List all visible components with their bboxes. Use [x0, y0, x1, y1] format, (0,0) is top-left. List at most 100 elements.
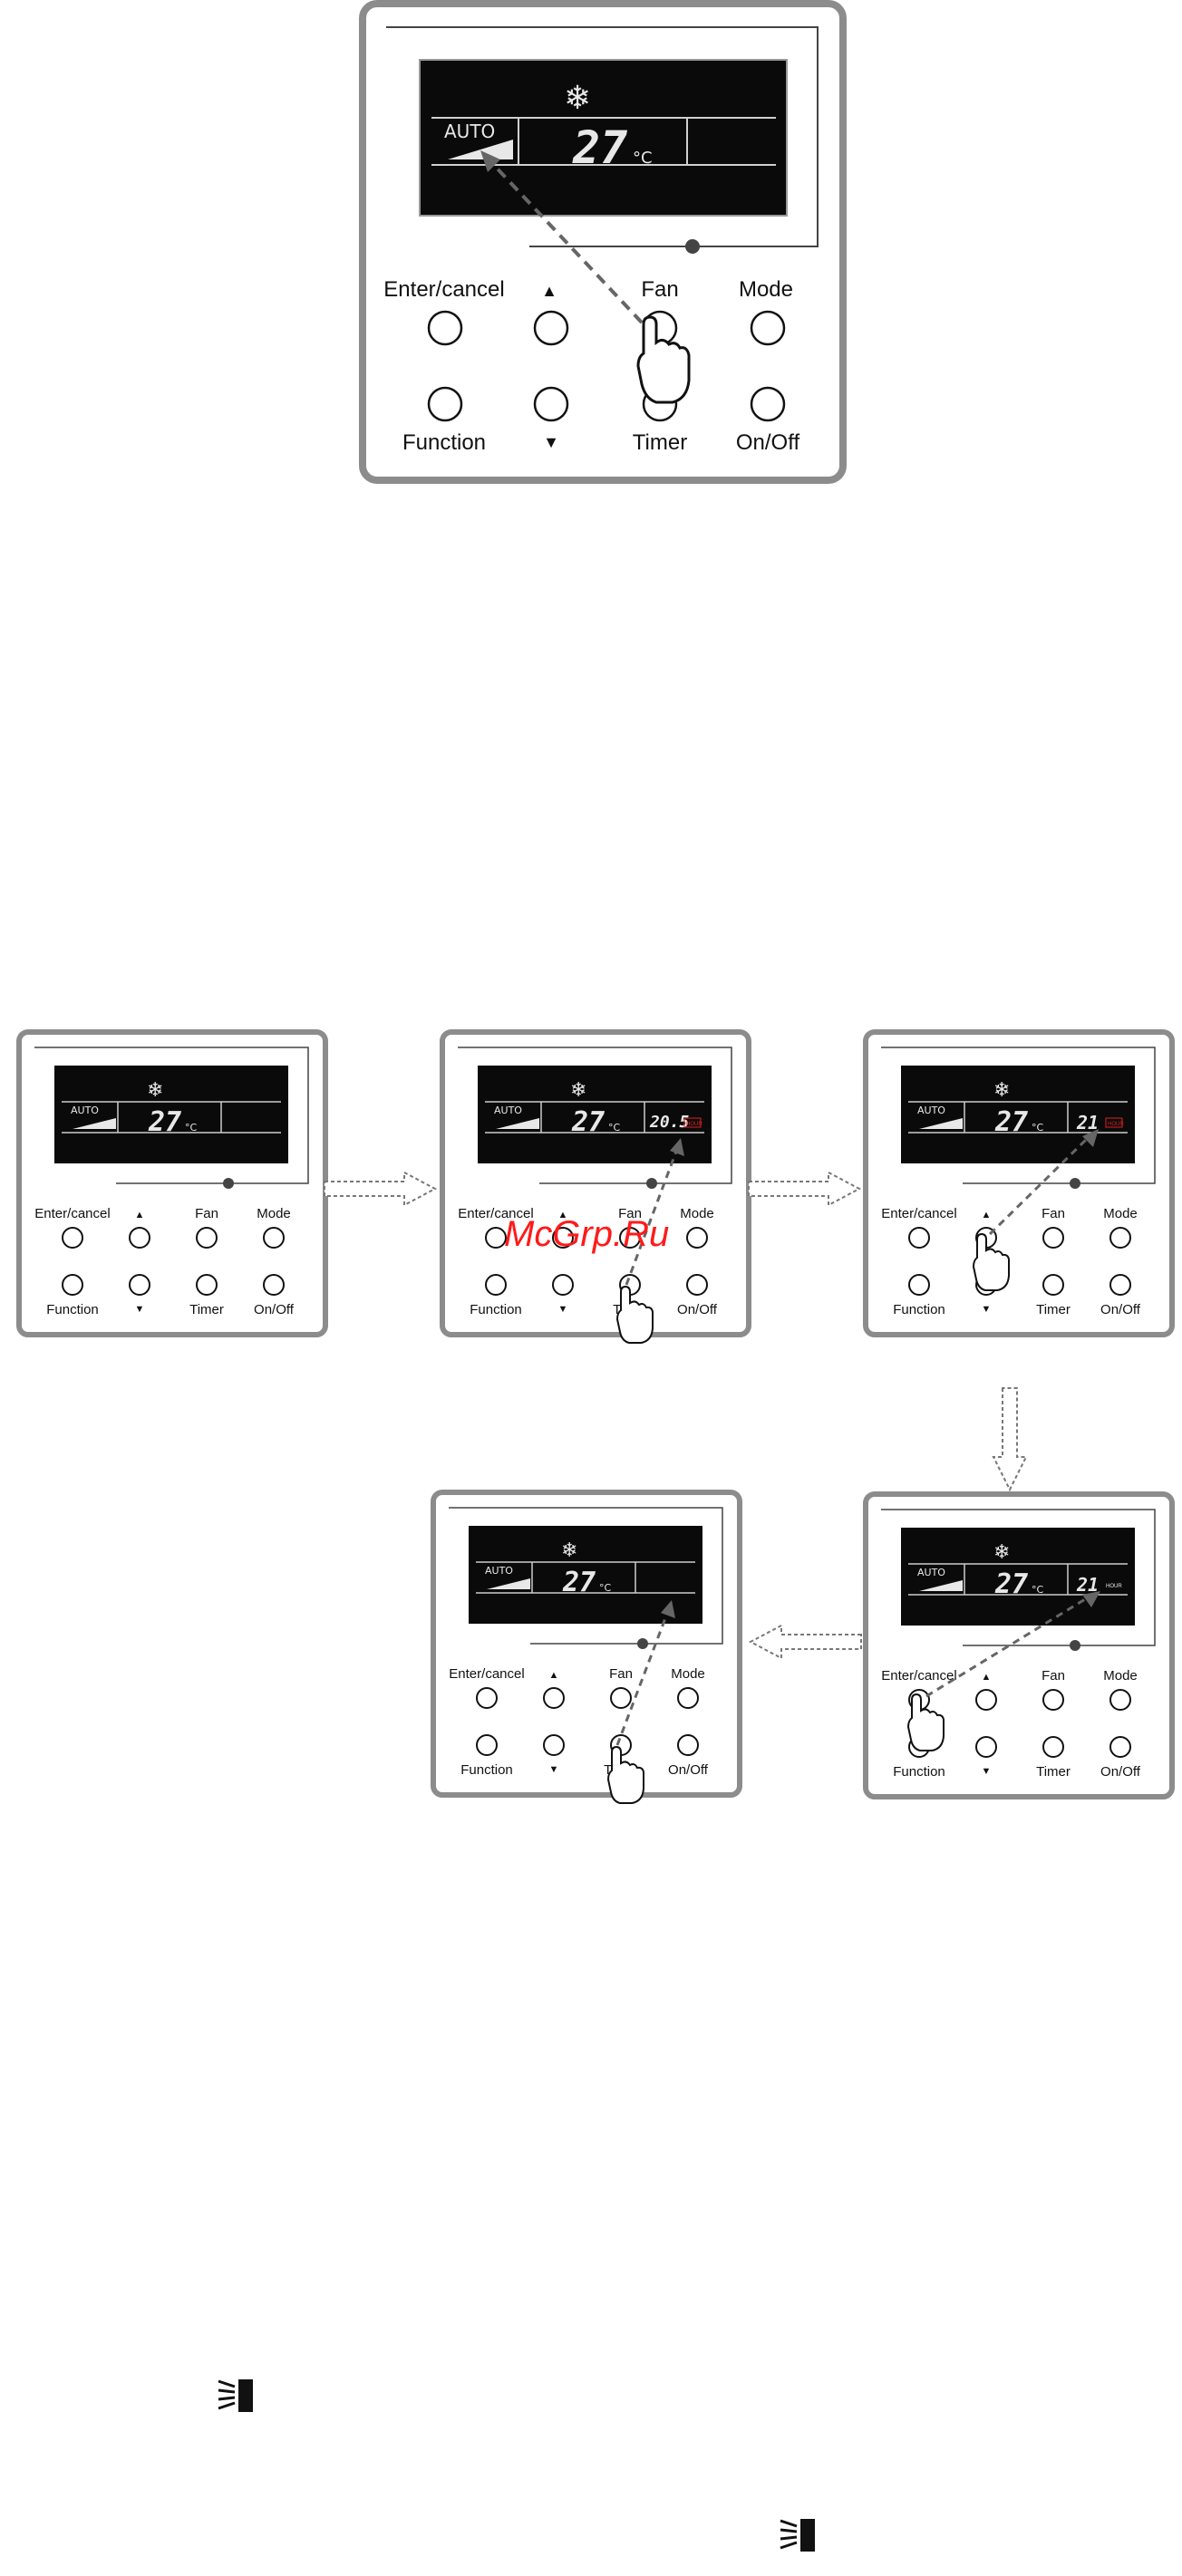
on-off-label: On/Off [668, 1762, 709, 1778]
down-button[interactable] [552, 1274, 574, 1296]
enter-cancel-button[interactable] [908, 1227, 930, 1249]
fan-speed-bars [448, 140, 513, 159]
on-off-button[interactable] [686, 1274, 708, 1296]
enter-cancel-label: Enter/cancel [881, 1668, 956, 1684]
function-label: Function [893, 1302, 945, 1317]
auto-label: AUTO [485, 1565, 513, 1577]
function-label: Function [460, 1762, 513, 1778]
temperature-value: 27 [148, 1106, 181, 1138]
timer-button[interactable] [196, 1274, 218, 1296]
fan-label: Fan [195, 1206, 218, 1221]
mode-label: Mode [257, 1206, 291, 1221]
down-button[interactable] [543, 1734, 565, 1756]
up-label: ▲ [541, 282, 557, 300]
enter-cancel-label: Enter/cancel [383, 277, 504, 302]
timer-value: 21 [1076, 1574, 1099, 1596]
fan-button[interactable] [1042, 1689, 1064, 1711]
hand-pointer-icon [636, 315, 691, 404]
timer-value: 20.5 [649, 1113, 690, 1132]
temperature-unit: °C [1032, 1122, 1044, 1134]
timer-button[interactable] [1042, 1736, 1064, 1758]
fan-label: Fan [618, 1206, 642, 1221]
temperature-value: 27 [994, 1106, 1028, 1138]
snowflake-icon: ❄ [570, 1078, 586, 1101]
fan-button[interactable] [1042, 1227, 1064, 1249]
swing-icon [215, 2376, 258, 2420]
hour-tag: HOUR [686, 1122, 702, 1127]
timer-label: Timer [1036, 1302, 1071, 1317]
hand-pointer-icon [972, 1232, 1010, 1291]
on-off-button[interactable] [750, 386, 786, 422]
down-button[interactable] [975, 1736, 997, 1758]
mode-label: Mode [1103, 1206, 1138, 1221]
up-label: ▲ [549, 1670, 559, 1681]
temperature-value: 27 [572, 121, 627, 174]
enter-cancel-button[interactable] [476, 1687, 498, 1709]
function-button[interactable] [476, 1734, 498, 1756]
enter-cancel-button[interactable] [485, 1227, 507, 1249]
down-label: ▼ [135, 1304, 145, 1315]
mode-label: Mode [739, 277, 793, 302]
on-off-button[interactable] [1109, 1736, 1131, 1758]
temperature-unit: °C [1032, 1584, 1044, 1596]
on-off-label: On/Off [254, 1302, 295, 1317]
on-off-button[interactable] [1109, 1274, 1131, 1296]
on-off-button[interactable] [263, 1274, 285, 1296]
enter-cancel-button[interactable] [62, 1227, 83, 1249]
fan-label: Fan [641, 277, 678, 302]
mode-button[interactable] [686, 1227, 708, 1249]
flow-arrow-left [745, 1622, 863, 1666]
remote-panel-large: ❄ AUTO 27 °C Enter/cancel ▲ Fan Mode Fun… [359, 0, 848, 489]
function-button[interactable] [62, 1274, 83, 1296]
on-off-label: On/Off [736, 430, 800, 455]
down-button[interactable] [533, 386, 569, 422]
down-button[interactable] [129, 1274, 150, 1296]
up-button[interactable] [543, 1687, 565, 1709]
enter-cancel-label: Enter/cancel [458, 1206, 533, 1221]
function-label: Function [893, 1764, 945, 1780]
flow-arrow-down [990, 1386, 1030, 1500]
up-button[interactable] [533, 310, 569, 346]
function-button[interactable] [427, 386, 463, 422]
dashed-arrow [625, 1148, 679, 1286]
enter-cancel-label: Enter/cancel [34, 1206, 110, 1221]
temperature-unit: °C [608, 1122, 621, 1134]
remote-panel-step5: ❄ AUTO 27 °C Enter/cancel ▲ Fan Mode Fun… [431, 1490, 744, 1812]
mode-button[interactable] [1109, 1689, 1131, 1711]
down-label: ▼ [549, 1764, 559, 1775]
fan-label: Fan [609, 1666, 633, 1682]
up-button[interactable] [975, 1689, 997, 1711]
up-button[interactable] [552, 1227, 574, 1249]
function-button[interactable] [485, 1274, 507, 1296]
up-label: ▲ [135, 1210, 145, 1220]
on-off-button[interactable] [677, 1734, 699, 1756]
temperature-unit: °C [599, 1582, 612, 1594]
timer-button[interactable] [1042, 1274, 1064, 1296]
hour-tag: HOUR [1106, 1584, 1122, 1589]
temperature-value: 27 [571, 1106, 605, 1138]
snowflake-icon: ❄ [564, 80, 591, 117]
function-button[interactable] [908, 1274, 930, 1296]
fan-button[interactable] [196, 1227, 218, 1249]
swing-icon [777, 2515, 820, 2560]
fan-button[interactable] [610, 1687, 632, 1709]
mode-label: Mode [1103, 1668, 1138, 1684]
mode-button[interactable] [677, 1687, 699, 1709]
mode-label: Mode [680, 1206, 714, 1221]
enter-cancel-button[interactable] [427, 310, 463, 346]
mode-button[interactable] [1109, 1227, 1131, 1249]
up-label: ▲ [558, 1210, 568, 1220]
mode-button[interactable] [263, 1227, 285, 1249]
down-label: ▼ [558, 1304, 568, 1315]
fan-button[interactable] [619, 1227, 641, 1249]
function-label: Function [470, 1302, 522, 1317]
auto-label: AUTO [917, 1105, 945, 1116]
timer-label: Timer [189, 1302, 224, 1317]
function-label: Function [46, 1302, 99, 1317]
down-label: ▼ [982, 1304, 992, 1315]
mode-button[interactable] [750, 310, 786, 346]
timer-value: 21 [1076, 1112, 1099, 1134]
up-button[interactable] [129, 1227, 150, 1249]
remote-panel-step1: ❄ AUTO 27 °C Enter/cancel ▲ Fan Mode Fun… [16, 1029, 330, 1339]
auto-label: AUTO [444, 121, 495, 142]
